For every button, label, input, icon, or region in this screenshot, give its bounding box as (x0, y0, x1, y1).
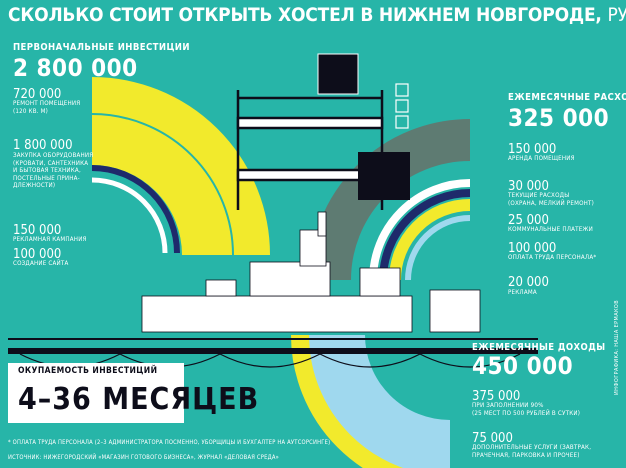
expense-item-2-label: КОММУНАЛЬНЫЕ ПЛАТЕЖИ (508, 226, 593, 233)
initial-total: 2 800 000 (13, 54, 138, 82)
expense-item-0-label: АРЕНДА ПОМЕЩЕНИЯ (508, 155, 575, 162)
arc-expense-current (369, 179, 471, 281)
income-item-0-value: 375 000 (472, 389, 521, 404)
arc-expense-staff (389, 199, 471, 281)
payback-panel (8, 363, 184, 423)
expense-item-3-value: 100 000 (508, 241, 557, 256)
initial-item-1-label: ЗАКУПКА ОБОРУДОВАНИЯ (КРОВАТИ, САНТЕХНИК… (13, 152, 94, 190)
expenses-total: 325 000 (508, 104, 610, 132)
city-skyline (141, 211, 481, 333)
expense-item-1-value: 30 000 (508, 179, 549, 194)
credit-text: ИНФОГРАФИКА: НАША ЕРМАКОВ (614, 300, 620, 395)
initial-item-3-label: СОЗДАНИЕ САЙТА (13, 260, 69, 267)
initial-item-1-value: 1 800 000 (13, 138, 73, 153)
arc-income-extra (291, 334, 404, 468)
expense-item-4-label: РЕКЛАМА (508, 289, 537, 296)
initial-item-2-value: 150 000 (13, 223, 62, 238)
page-title: СКОЛЬКО СТОИТ ОТКРЫТЬ ХОСТЕЛ В НИЖНЕМ НО… (8, 4, 626, 26)
cabinet-icon (358, 152, 410, 200)
initial-item-2-label: РЕКЛАМНАЯ КАМПАНИЯ (13, 236, 87, 243)
arc-initial-site (91, 177, 168, 254)
arc-expense-utilities (379, 189, 471, 281)
payback-value: 4–36 МЕСЯЦЕВ (18, 382, 260, 417)
title-unit: РУБ. (607, 4, 626, 26)
arc-initial-equipment (91, 115, 232, 256)
expense-item-1-label: ТЕКУЩИЕ РАСХОДЫ (ОХРАНА, МЕЛКИЙ РЕМОНТ) (508, 192, 595, 207)
income-item-1-label: ДОПОЛНИТЕЛЬНЫЕ УСЛУГИ (ЗАВТРАК, ПРАЧЕЧНА… (472, 444, 592, 459)
arc-expense-ads (405, 215, 471, 281)
expense-item-2-value: 25 000 (508, 213, 549, 228)
initial-item-0-label: РЕМОНТ ПОМЕЩЕНИЯ (120 КВ. М) (13, 100, 81, 115)
initial-heading: ПЕРВОНАЧАЛЬНЫЕ ИНВЕСТИЦИИ (13, 42, 190, 53)
footnote: * ОПЛАТА ТРУДА ПЕРСОНАЛА (2–3 АДМИНИСТРА… (8, 440, 331, 446)
source-note: ИСТОЧНИК: НИЖЕГОРОДСКИЙ «МАГАЗИН ГОТОВОГ… (8, 455, 280, 461)
income-item-1-value: 75 000 (472, 431, 513, 446)
payback-heading: ОКУПАЕМОСТЬ ИНВЕСТИЦИЙ (18, 366, 158, 376)
income-total: 450 000 (472, 352, 574, 380)
title-main: СКОЛЬКО СТОИТ ОТКРЫТЬ ХОСТЕЛ В НИЖНЕМ НО… (8, 4, 602, 26)
initial-item-0-value: 720 000 (13, 87, 62, 102)
expense-item-3-label: ОПЛАТА ТРУДА ПЕРСОНАЛА* (508, 254, 597, 261)
tv-icon (317, 53, 359, 95)
arc-initial-repair (91, 77, 270, 256)
bridge-arches (19, 353, 521, 368)
expenses-heading: ЕЖЕМЕСЯЧНЫЕ РАСХОДЫ (508, 92, 626, 103)
income-item-0-label: ПРИ ЗАПОЛНЕНИИ 90% (25 МЕСТ ПО 500 РУБЛЕ… (472, 402, 581, 417)
initial-item-3-value: 100 000 (13, 247, 62, 262)
income-heading: ЕЖЕМЕСЯЧНЫЕ ДОХОДЫ (472, 342, 606, 353)
expense-item-4-value: 20 000 (508, 275, 549, 290)
expense-item-0-value: 150 000 (508, 142, 557, 157)
bridge (8, 338, 538, 354)
amenity-icons (395, 83, 409, 129)
arc-initial-ads (91, 165, 180, 254)
